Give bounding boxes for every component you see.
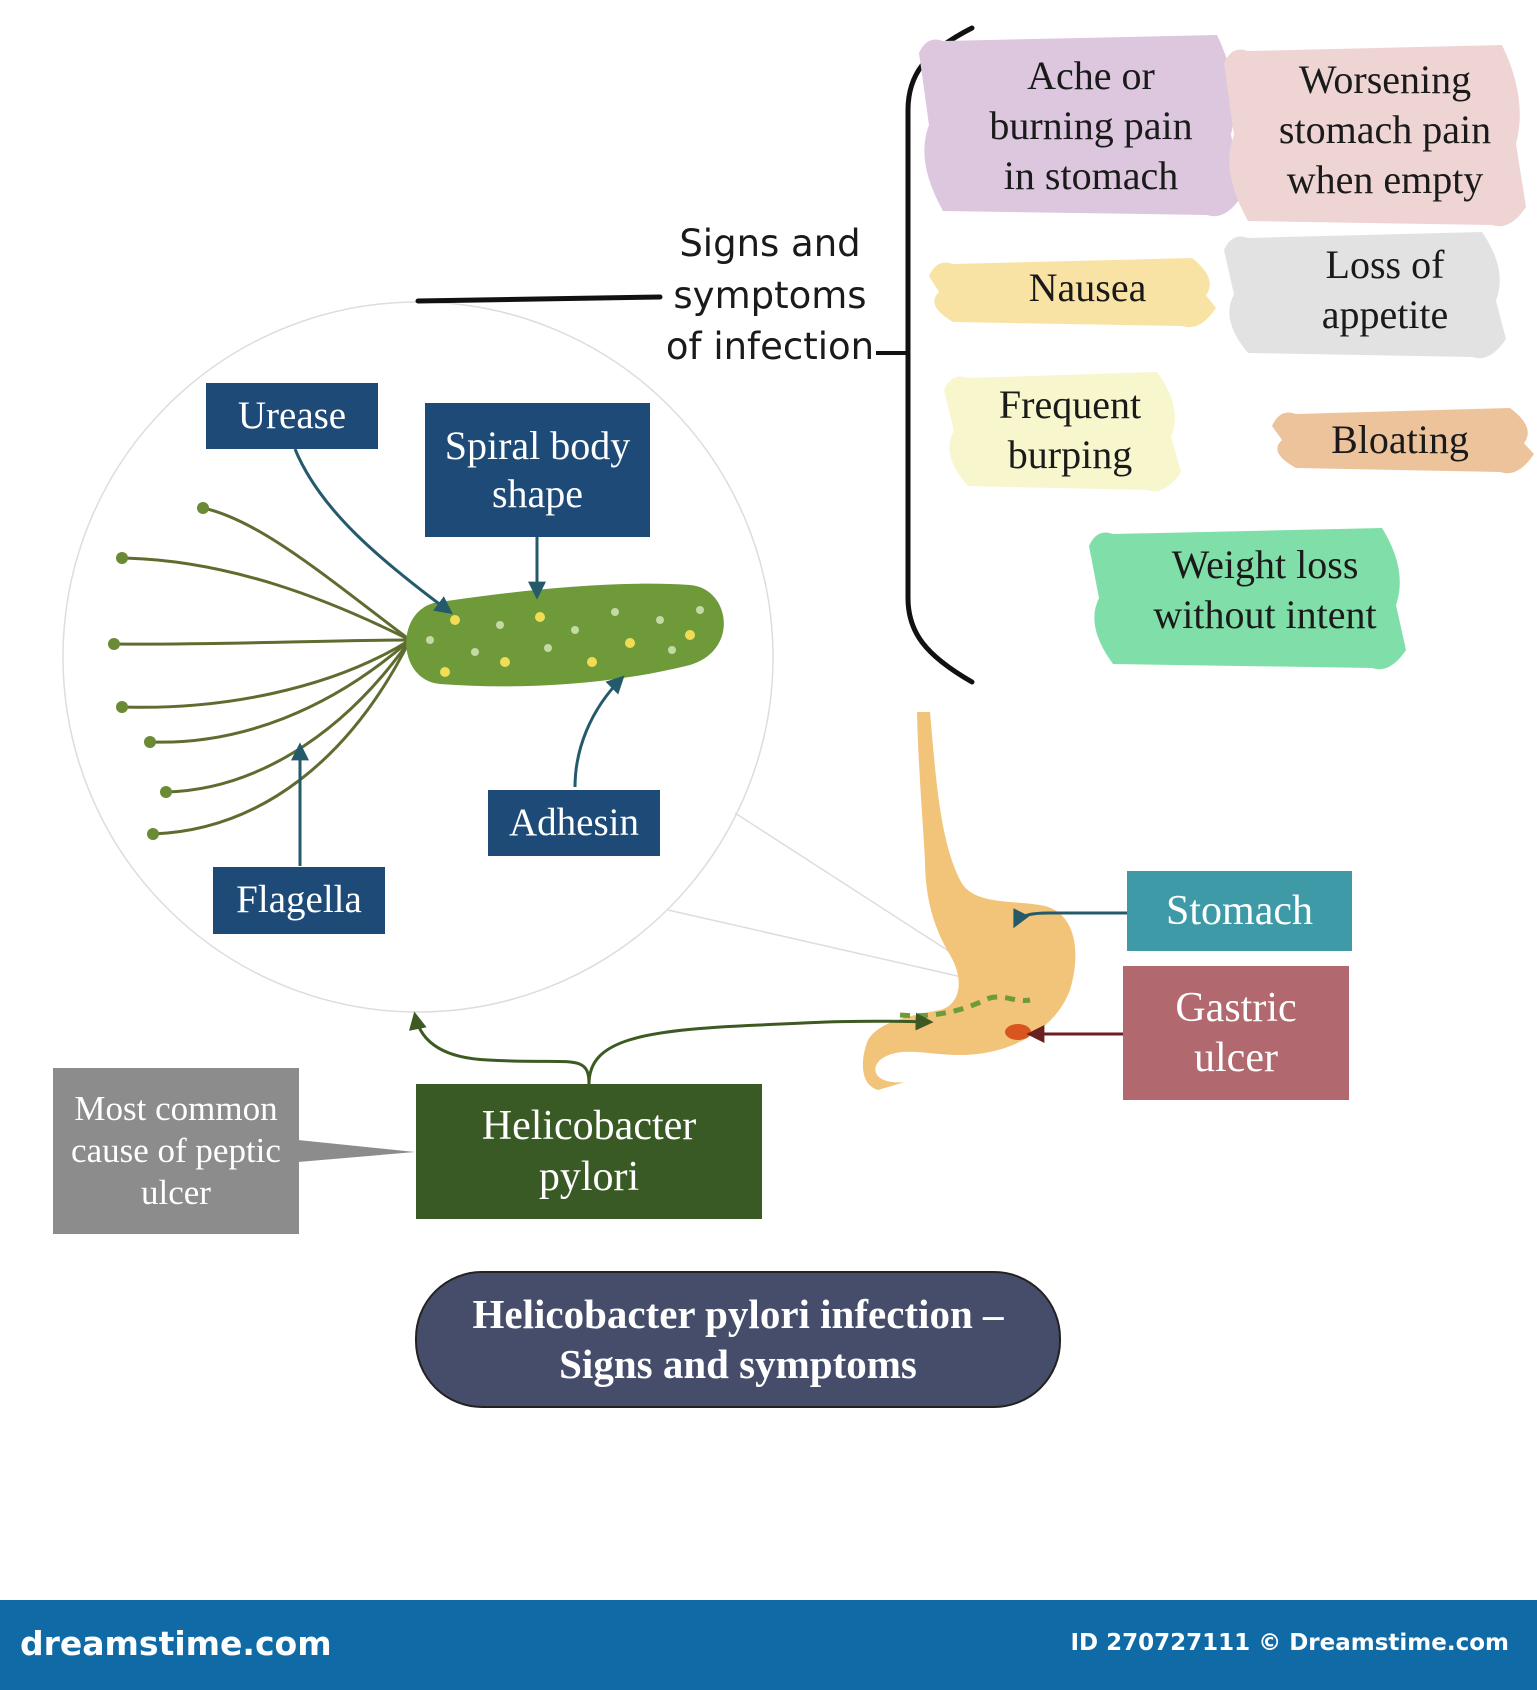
bacterium-dots [426,606,704,677]
symptom-burping: Frequent burping [998,382,1142,477]
adhesin-label: Adhesin [488,790,660,856]
cause-label: Most common cause of peptic ulcer [53,1068,299,1234]
zoom-line-top [734,812,976,969]
symptom-weight-loss: Weight loss without intent [1153,542,1377,637]
cause-pointer [298,1140,415,1162]
symptom-bloating: Bloating [1331,417,1469,462]
footer-id: ID 270727111 © Dreamstime.com [1070,1630,1510,1656]
symptom-worsening: Worsening stomach pain when empty [1278,56,1492,202]
spiral-body-label: Spiral body shape [425,403,650,537]
helicobacter-pylori-label: Helicobacter pylori [416,1084,762,1219]
hp-arrow-right [587,1012,934,1085]
stomach-organ [862,712,1076,1090]
symptom-nausea: Nausea [1028,265,1147,310]
symptom-bg-ache [919,35,1241,217]
page-title: Helicobacter pylori infection – Signs an… [472,1291,1004,1387]
symptom-bg-nausea [929,258,1216,328]
gastric-ulcer-label: Gastric ulcer [1123,966,1349,1100]
signs-heading: Signs and symptoms of infection [665,221,875,369]
symptom-bg-weight-loss [1089,528,1406,670]
stomach-arrow [1013,908,1127,929]
symptom-bg-appetite [1224,232,1506,359]
zoom-line-bottom [667,909,976,981]
title-pill [415,1271,1061,1408]
symptom-appetite: Loss of appetite [1321,242,1449,337]
footer-brand: dreamstime.com [20,1624,332,1663]
symptom-bg-worsening [1224,45,1526,227]
hp-arrow-left [409,1011,591,1085]
urease-arrow [293,448,453,615]
symptom-bg-burping [944,372,1181,492]
bacterium-body [406,583,724,687]
ulcer-spot [1005,1024,1031,1040]
urease-label: Urease [206,383,378,449]
symptom-bg-bloating [1272,408,1534,474]
adhesin-arrow [573,675,625,788]
flagella-group [113,506,412,836]
stomach-label: Stomach [1127,871,1352,951]
symptom-ache: Ache or burning pain in stomach [989,52,1193,198]
footer-bar: dreamstime.com ID 270727111 © Dreamstime… [0,1600,1537,1690]
flagella-tips [108,502,209,840]
heading-line [415,294,663,304]
flagella-label: Flagella [213,867,385,934]
symptom-backgrounds [919,35,1534,670]
